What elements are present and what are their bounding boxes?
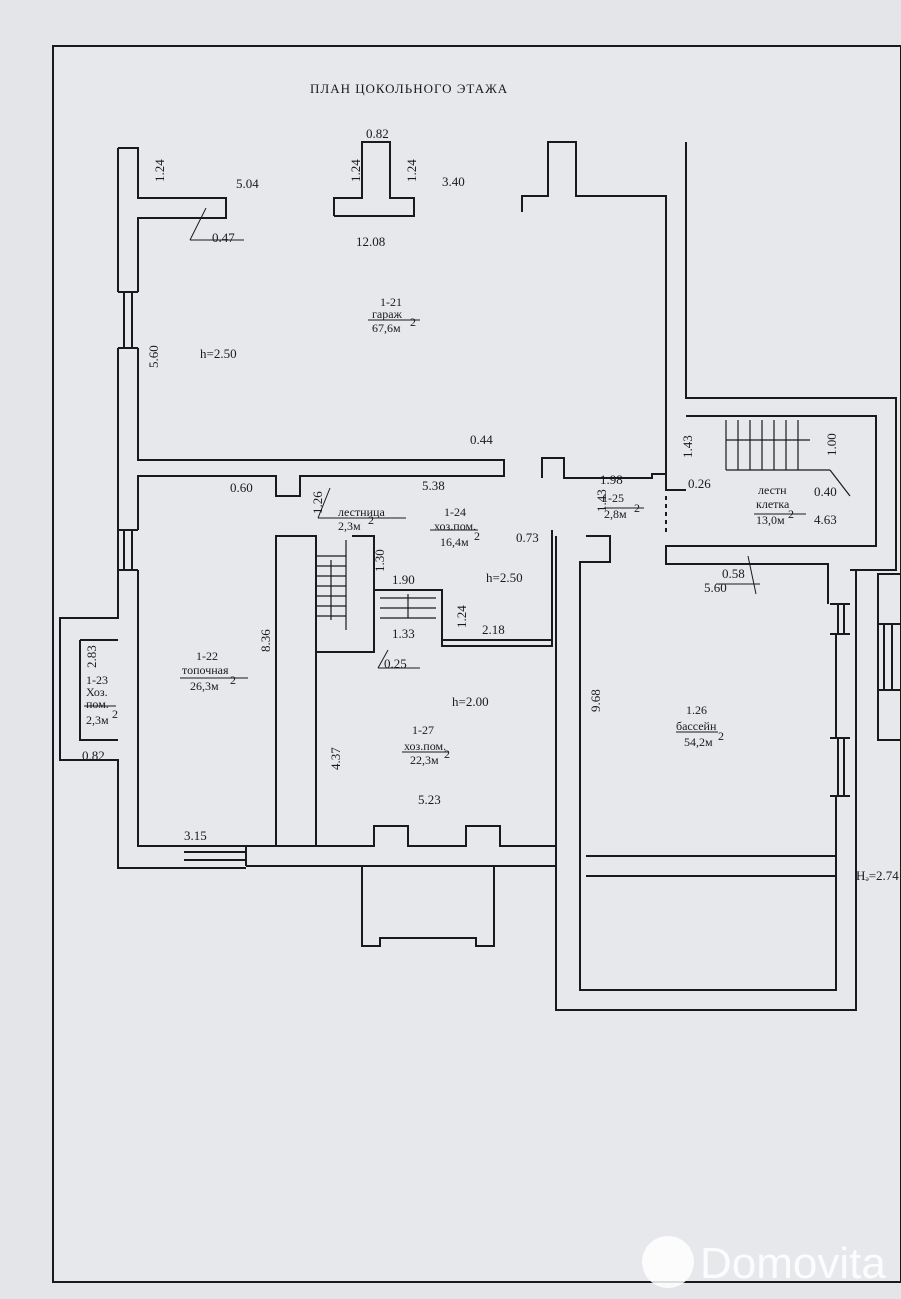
svg-text:лестница: лестница: [338, 505, 385, 519]
dim-label: 1.00: [824, 433, 839, 456]
dim-label: 2.18: [482, 622, 505, 637]
dim-label: 12.08: [356, 234, 385, 249]
svg-text:2: 2: [444, 747, 450, 761]
dim-label: 1.24: [404, 159, 419, 182]
dim-label: 3.40: [442, 174, 465, 189]
dim-label: 0.40: [814, 484, 837, 499]
walls: [59, 141, 901, 1011]
svg-text:13,0м: 13,0м: [756, 513, 785, 527]
leader-lines: [84, 207, 806, 753]
svg-text:2,8м: 2,8м: [604, 507, 627, 521]
dim-label: 0.58: [722, 566, 745, 581]
room-furnace: 1-22 топочная 26,3м 2: [182, 649, 236, 693]
dim-label: 0.60: [230, 480, 253, 495]
stair-inner-steps: [316, 540, 436, 630]
svg-text:2,3м: 2,3м: [86, 713, 109, 727]
svg-text:Хоз.: Хоз.: [86, 685, 108, 699]
svg-text:2: 2: [112, 707, 118, 721]
svg-text:1-24: 1-24: [444, 505, 466, 519]
room-utility-mid: 1-24 хоз.пом. 16,4м 2 h=2.50: [434, 505, 523, 585]
svg-text:1-27: 1-27: [412, 723, 434, 737]
dim-label: 4.37: [328, 747, 343, 770]
svg-text:54,2м: 54,2м: [684, 735, 713, 749]
room-pool: 1.26 бассейн 54,2м 2: [676, 703, 724, 749]
dim-label: 1.24: [348, 159, 363, 182]
dim-label: 1.33: [392, 626, 415, 641]
svg-text:лестн: лестн: [758, 483, 787, 497]
svg-text:2,3м: 2,3м: [338, 519, 361, 533]
dim-label: 5.60: [704, 580, 727, 595]
svg-text:2: 2: [230, 673, 236, 687]
dim-label: 8.36: [258, 629, 273, 652]
dim-label: 1.43: [594, 489, 609, 512]
svg-text:22,3м: 22,3м: [410, 753, 439, 767]
svg-text:2: 2: [718, 729, 724, 743]
svg-text:2: 2: [410, 315, 416, 329]
svg-text:67,6м: 67,6м: [372, 321, 401, 335]
room-utility-low: 1-27 хоз.пом. 22,3м 2 h=2.00: [404, 694, 489, 767]
svg-text:2: 2: [634, 501, 640, 515]
svg-text:Domovita: Domovita: [700, 1239, 886, 1288]
dim-label: 5.04: [236, 176, 259, 191]
svg-text:16,4м: 16,4м: [440, 535, 469, 549]
dim-label: 1.24: [454, 605, 469, 628]
svg-text:1-21: 1-21: [380, 295, 402, 309]
dim-label: 5.38: [422, 478, 445, 493]
dim-label: 1.30: [372, 549, 387, 572]
svg-text:клетка: клетка: [756, 497, 790, 511]
dim-label: 1.24: [152, 159, 167, 182]
watermark-logo-icon: [642, 1236, 694, 1288]
svg-text:26,3м: 26,3м: [190, 679, 219, 693]
dim-label: 4.63: [814, 512, 837, 527]
dim-label: 9.68: [588, 689, 603, 712]
dim-label: 0.26: [688, 476, 711, 491]
dim-label: 1.98: [600, 472, 623, 487]
room-garage: 1-21 гараж 67,6м 2 h=2.50: [200, 295, 416, 361]
plan-title: ПЛАН ЦОКОЛЬНОГО ЭТАЖА: [310, 81, 508, 96]
room-stair-inner: лестница 2,3м 2: [338, 505, 385, 533]
svg-text:2: 2: [788, 507, 794, 521]
svg-text:1-22: 1-22: [196, 649, 218, 663]
dim-label: 3.15: [184, 828, 207, 843]
dim-label: 0.25: [384, 656, 407, 671]
dim-label: 1.26: [310, 491, 325, 514]
dim-label: 1.43: [680, 435, 695, 458]
svg-text:2: 2: [368, 513, 374, 527]
svg-text:хоз.пом.: хоз.пом.: [404, 739, 446, 753]
svg-text:хоз.пом.: хоз.пом.: [434, 519, 476, 533]
svg-text:h=2.50: h=2.50: [486, 570, 523, 585]
svg-text:1.26: 1.26: [686, 703, 707, 717]
dim-label: 2.83: [84, 645, 99, 668]
svg-text:1-23: 1-23: [86, 673, 108, 687]
svg-text:h=2.50: h=2.50: [200, 346, 237, 361]
svg-text:пом.: пом.: [86, 697, 109, 711]
dim-label: 0.44: [470, 432, 493, 447]
drawing-frame: [52, 45, 901, 1283]
dim-label: 5.23: [418, 792, 441, 807]
dim-label: 0.82: [366, 126, 389, 141]
dim-label: 0.47: [212, 230, 235, 245]
room-hall-small: 1-25 2,8м 2: [602, 491, 640, 521]
dimension-labels: 0.82 1.24 1.24 1.24 5.04 3.40 0.47 12.08…: [82, 126, 899, 883]
svg-text:2: 2: [474, 529, 480, 543]
room-stair-outer: лестн клетка 13,0м 2: [756, 483, 794, 527]
dim-label: 1.90: [392, 572, 415, 587]
room-utility-small: 1-23 Хоз. пом. 2,3м 2: [86, 673, 118, 727]
svg-text:гараж: гараж: [372, 307, 403, 321]
height-note: Hₔ=2.74: [856, 868, 899, 883]
watermark: Domovita: [642, 1236, 886, 1288]
svg-text:h=2.00: h=2.00: [452, 694, 489, 709]
dim-label: 0.82: [82, 748, 105, 763]
svg-text:топочная: топочная: [182, 663, 229, 677]
dim-label: 0.73: [516, 530, 539, 545]
dim-label: 5.60: [146, 345, 161, 368]
svg-text:1-25: 1-25: [602, 491, 624, 505]
svg-text:бассейн: бассейн: [676, 719, 717, 733]
stair-outer-steps: [725, 420, 851, 497]
